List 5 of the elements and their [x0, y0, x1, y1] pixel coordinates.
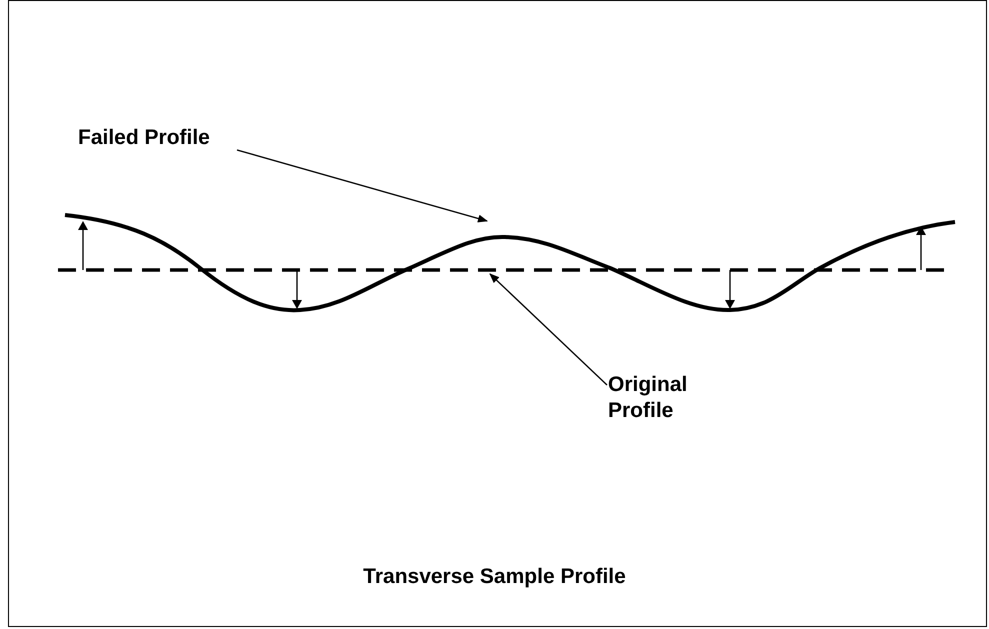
profile-label: Failed Profile [78, 125, 238, 152]
profile-label: Original Profile [608, 372, 758, 424]
leader-line [489, 273, 608, 386]
figure-caption: Transverse Sample Profile [362, 565, 627, 589]
leader-line [236, 149, 488, 222]
